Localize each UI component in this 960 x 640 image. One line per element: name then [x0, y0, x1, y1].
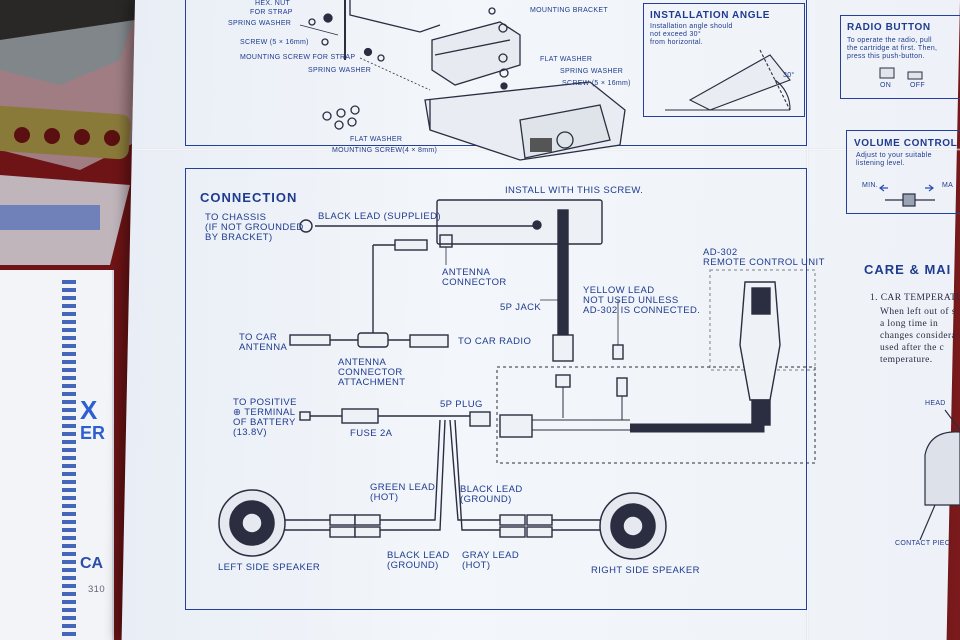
footer-fragment: CA [80, 555, 104, 572]
brand-fragment-1: X [80, 395, 98, 425]
gray-lead-label: GRAY LEAD (HOT) [462, 550, 520, 571]
installation-angle-text: Installation angle should not exceed 30°… [650, 23, 733, 46]
head-illustration [919, 409, 960, 541]
antenna-attachment-label: ANTENNA CONNECTOR ATTACHMENT [338, 357, 406, 388]
installation-angle-title: INSTALLATION ANGLE [650, 10, 771, 21]
flat-washer-label-2: FLAT WASHER [350, 136, 403, 143]
care-item-1: 1. CAR TEMPERATU [870, 293, 960, 303]
head-label: HEAD [925, 400, 946, 407]
to-positive-label: TO POSITIVE ⊕ TERMINAL OF BATTERY (13.8V… [233, 397, 297, 438]
radio-off-label: OFF [910, 82, 925, 89]
volume-control-title: VOLUME CONTROL [854, 138, 958, 149]
screw-label-1: SCREW (5 × 16mm) [240, 39, 309, 46]
screw-label-2: SCREW (5 × 16mm) [562, 80, 631, 87]
mounting-screw-4x8-label: MOUNTING SCREW(4 × 8mm) [332, 147, 438, 154]
volume-control-box [846, 130, 960, 214]
left-speaker-icon [218, 489, 286, 557]
right-speaker-icon [599, 492, 667, 560]
spring-washer-label-1: SPRING WASHER [228, 20, 292, 27]
radio-button-text: To operate the radio, pull the cartridge… [847, 37, 938, 60]
to-car-radio-label: TO CAR RADIO [458, 336, 532, 347]
radio-button-title: RADIO BUTTON [847, 22, 931, 33]
to-chassis-label: TO CHASSIS (IF NOT GROUNDED BY BRACKET) [205, 212, 304, 243]
right-speaker-label: RIGHT SIDE SPEAKER [591, 565, 700, 576]
black-lead-ground-bottom-label: BLACK LEAD (GROUND) [387, 550, 450, 571]
mounting-illustration [299, 0, 626, 161]
ad302-label: AD-302 REMOTE CONTROL UNIT [703, 247, 825, 268]
contact-piece-label: CONTACT PIEC [895, 540, 951, 547]
spring-washer-label-3: SPRING WASHER [560, 68, 624, 75]
black-lead-ground-top-label: BLACK LEAD (GROUND) [460, 484, 523, 505]
fuse-label: FUSE 2A [350, 428, 393, 439]
radio-on-label: ON [880, 82, 892, 89]
connection-title: CONNECTION [200, 190, 298, 205]
connection-wiring [280, 199, 816, 538]
green-lead-label: GREEN LEAD (HOT) [370, 482, 436, 503]
brand-fragment-2: ER [80, 423, 106, 443]
left-speaker-label: LEFT SIDE SPEAKER [218, 562, 321, 573]
to-car-antenna-label: TO CAR ANTENNA [239, 332, 288, 353]
install-screw-label: INSTALL WITH THIS SCREW. [505, 185, 644, 196]
flat-washer-label-1: FLAT WASHER [540, 56, 593, 63]
volume-min-label: MIN. [862, 182, 878, 189]
angle-value: 30° [783, 72, 795, 79]
connection-frame [185, 168, 807, 610]
hex-nut-label: HEX. NUT [255, 0, 291, 7]
care-item-1-text: When left out of s a long time in change… [880, 307, 957, 365]
five-p-jack-label: 5P JACK [500, 302, 542, 313]
volume-control-text: Adjust to your suitable listening level. [856, 152, 932, 167]
yellow-lead-label: YELLOW LEAD NOT USED UNLESS AD-302 IS CO… [583, 285, 701, 316]
radio-button-icons [879, 67, 923, 80]
mounting-bracket-label: MOUNTING BRACKET [530, 7, 608, 14]
sheet-fold-vertical [806, 0, 809, 640]
mounting-screw-strap-label: MOUNTING SCREW FOR STRAP [240, 54, 356, 61]
installation-angle-illustration [665, 49, 791, 111]
care-title: CARE & MAI [864, 262, 952, 277]
greek-key-border [62, 280, 76, 640]
volume-slider-icon [879, 184, 935, 207]
radio-button-box [840, 15, 960, 99]
antenna-connector-label: ANTENNA CONNECTOR [442, 267, 507, 288]
installation-angle-box [643, 3, 805, 117]
left-instruction-booklet [0, 270, 114, 640]
code-fragment: 310 [88, 584, 106, 595]
volume-max-label: MA [942, 182, 954, 189]
spring-washer-label-2: SPRING WASHER [308, 67, 372, 74]
black-lead-supplied-label: BLACK LEAD (SUPPLIED) [318, 211, 441, 222]
for-strap-label: FOR STRAP [250, 9, 293, 16]
five-p-plug-label: 5P PLUG [440, 399, 483, 410]
